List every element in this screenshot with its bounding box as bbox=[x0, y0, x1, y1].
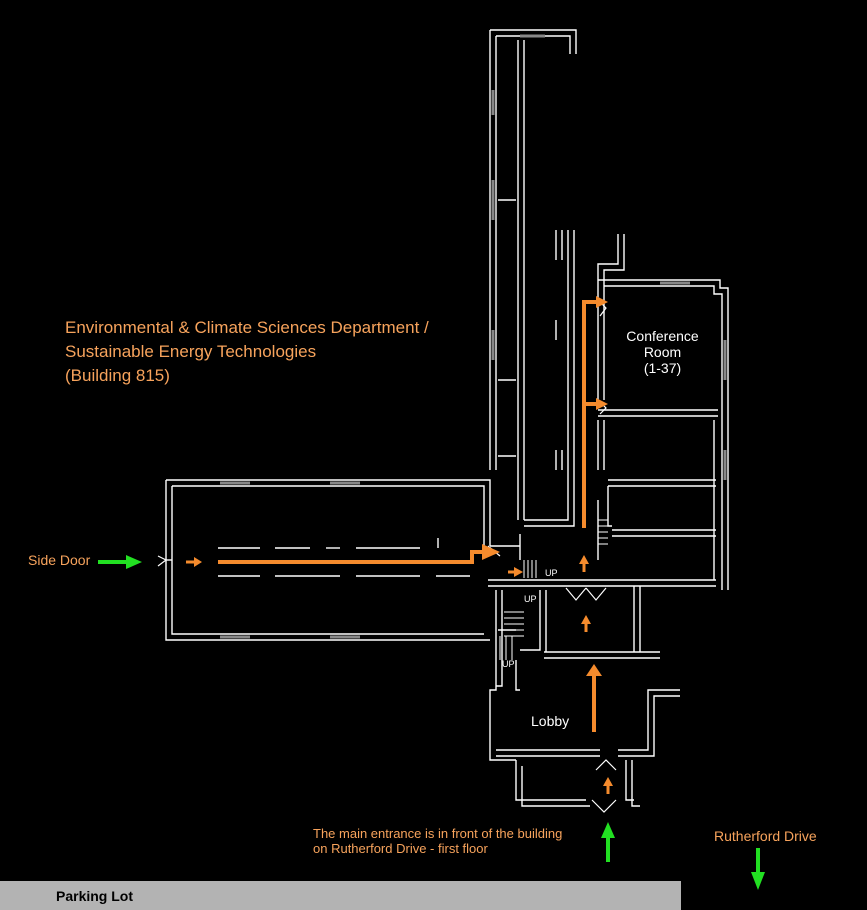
route-west-corridor bbox=[218, 550, 486, 564]
route-north-corridor bbox=[582, 300, 598, 528]
route-path bbox=[218, 296, 608, 732]
corridor-dashes bbox=[218, 538, 470, 577]
title-line-2: Sustainable Energy Technologies bbox=[65, 342, 317, 361]
side-door-arrow-icon bbox=[98, 555, 142, 569]
conference-room-line-3: (1-37) bbox=[643, 360, 682, 376]
building-walls bbox=[165, 29, 729, 807]
conference-room-line-1: Conference bbox=[626, 328, 699, 344]
title-line-3: (Building 815) bbox=[65, 366, 170, 385]
parking-lot-label: Parking Lot bbox=[56, 888, 134, 904]
lobby-label: Lobby bbox=[531, 713, 570, 729]
main-entrance-note: The main entrance is in front of the bui… bbox=[313, 826, 562, 856]
title-line-1: Environmental & Climate Sciences Departm… bbox=[65, 318, 429, 337]
window-marks bbox=[220, 34, 727, 639]
stair-up-label-3: UP bbox=[502, 659, 515, 669]
conference-room-label: Conference Room (1-37) bbox=[610, 328, 715, 376]
main-entrance-arrow-icon bbox=[601, 822, 615, 862]
main-entrance-line-2: on Rutherford Drive - first floor bbox=[313, 841, 488, 856]
building-title: Environmental & Climate Sciences Departm… bbox=[65, 316, 429, 388]
rutherford-drive-label: Rutherford Drive bbox=[714, 828, 817, 844]
side-door-label: Side Door bbox=[28, 552, 91, 568]
parking-lot-area: Parking Lot bbox=[0, 881, 681, 910]
route-west-arrowhead bbox=[482, 544, 500, 560]
conference-room-line-2: Room bbox=[643, 344, 682, 360]
route-small-arrows bbox=[186, 555, 613, 794]
stair-up-label-1: UP bbox=[545, 568, 558, 578]
stair-up-label-2: UP bbox=[524, 594, 537, 604]
route-lobby-arrowhead bbox=[586, 664, 602, 676]
entry-arrows bbox=[98, 555, 765, 890]
stair-treads bbox=[499, 519, 608, 660]
route-conference-arrowhead-2 bbox=[596, 398, 608, 410]
rutherford-drive-arrow-icon bbox=[751, 848, 765, 890]
route-conference-arrowhead-1 bbox=[596, 296, 608, 308]
main-entrance-line-1: The main entrance is in front of the bui… bbox=[313, 826, 563, 841]
